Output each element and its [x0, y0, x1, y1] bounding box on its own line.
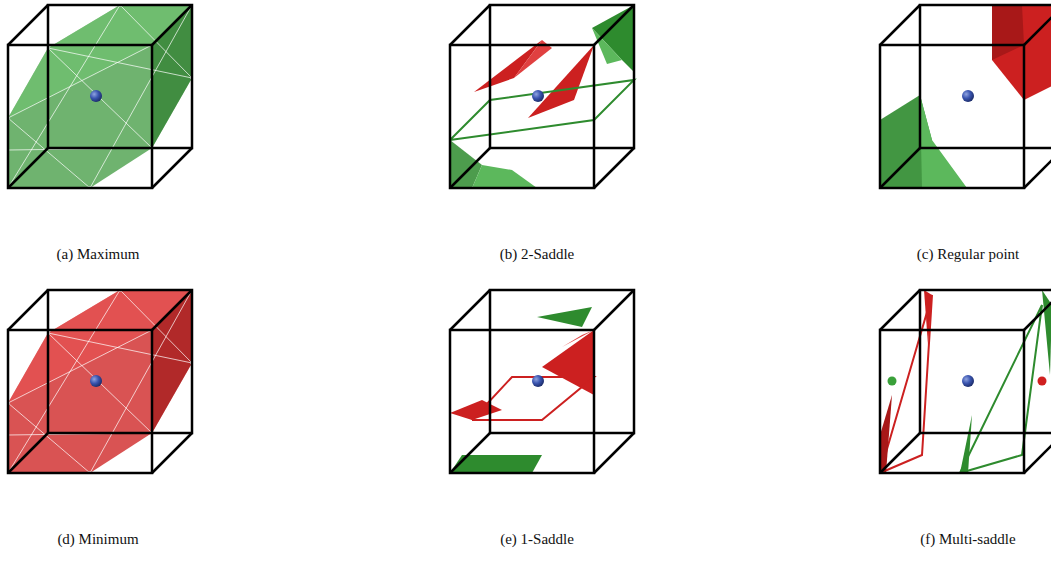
- panel-caption: (b) 2-Saddle: [500, 246, 575, 263]
- panel-caption: (d) Minimum: [57, 531, 138, 548]
- two-saddle-link: [450, 5, 634, 188]
- panel-caption: (c) Regular point: [917, 246, 1019, 263]
- regular-link: [880, 5, 1051, 188]
- one-saddle-link: [450, 290, 634, 473]
- minimum-link: [6, 288, 194, 475]
- multi-saddle-link: [880, 290, 1051, 473]
- maximum-link: [6, 3, 194, 190]
- panel-caption: (a) Maximum: [57, 246, 140, 263]
- panel-caption: (f) Multi-saddle: [920, 531, 1015, 548]
- panel-caption: (e) 1-Saddle: [500, 531, 574, 548]
